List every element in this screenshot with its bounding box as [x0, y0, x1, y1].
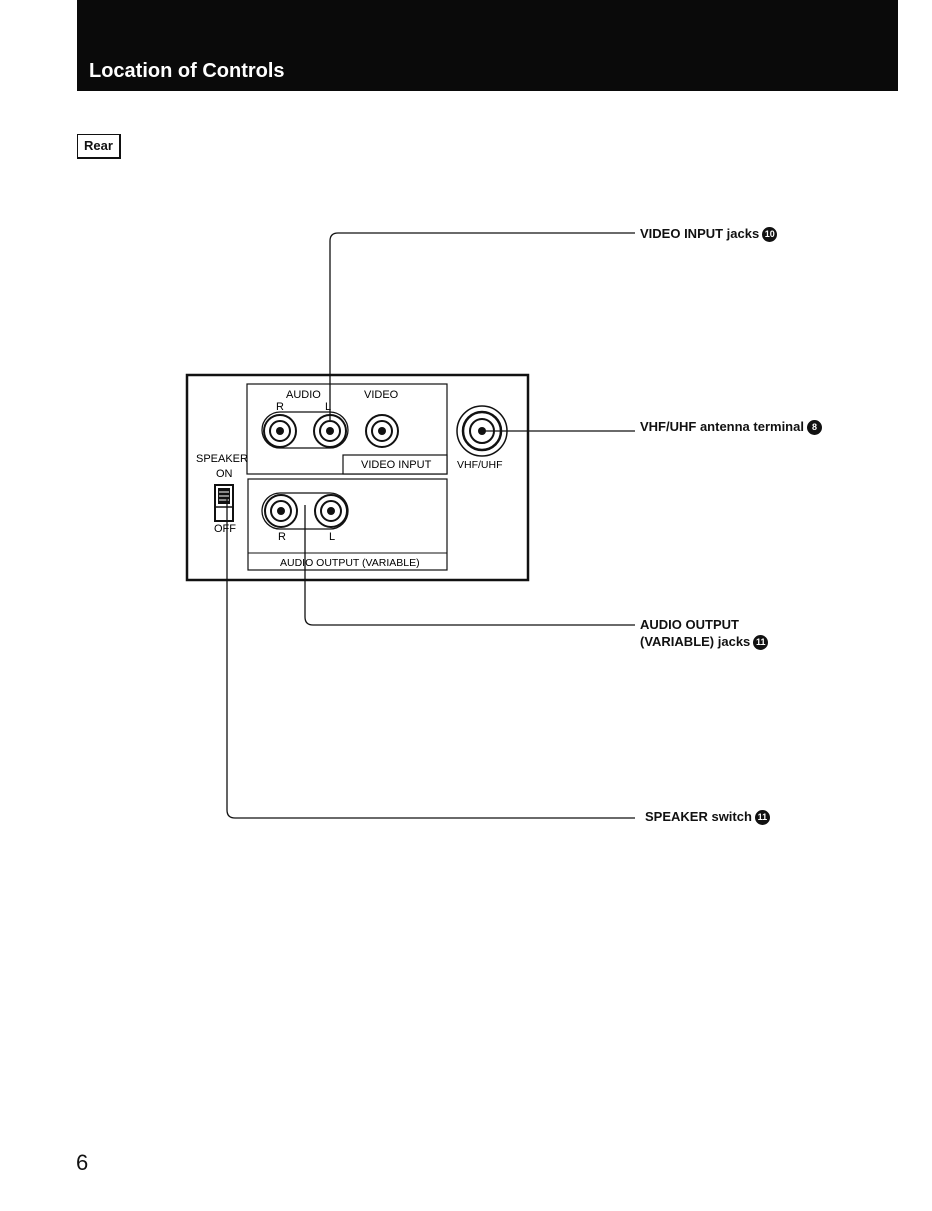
off-label: OFF [214, 523, 236, 535]
reference-number-badge: 8 [807, 420, 822, 435]
video-input-jack [366, 415, 398, 447]
reference-number-badge: 11 [753, 635, 768, 650]
video-label: VIDEO [364, 389, 399, 401]
audio-r-output-jack [265, 495, 297, 527]
callout-audio-output-line2: (VARIABLE) jacks [640, 634, 750, 649]
page-number: 6 [76, 1150, 88, 1176]
rear-panel-outline [187, 375, 528, 580]
on-label: ON [216, 468, 233, 480]
audio-label: AUDIO [286, 389, 321, 401]
callout-audio-output-line1: AUDIO OUTPUT [640, 616, 768, 633]
audio-r-input-jack [264, 415, 296, 447]
audio-l-output-jack [315, 495, 347, 527]
vhf-uhf-label: VHF/UHF [457, 459, 503, 471]
reference-number-badge: 10 [762, 227, 777, 242]
callout-antenna-text: VHF/UHF antenna terminal [640, 419, 804, 434]
reference-number-badge: 11 [755, 810, 770, 825]
speaker-switch [215, 485, 233, 521]
callout-video-input-text: VIDEO INPUT jacks [640, 226, 759, 241]
speaker-label: SPEAKER [196, 453, 248, 465]
callout-speaker-text: SPEAKER switch [645, 809, 752, 824]
l-label-bottom: L [329, 531, 335, 543]
r-label-top: R [276, 401, 284, 413]
leader-line-speaker [227, 497, 635, 818]
audio-output-label: AUDIO OUTPUT (VARIABLE) [280, 557, 420, 569]
r-label-bottom: R [278, 531, 286, 543]
video-input-label: VIDEO INPUT [361, 459, 432, 471]
